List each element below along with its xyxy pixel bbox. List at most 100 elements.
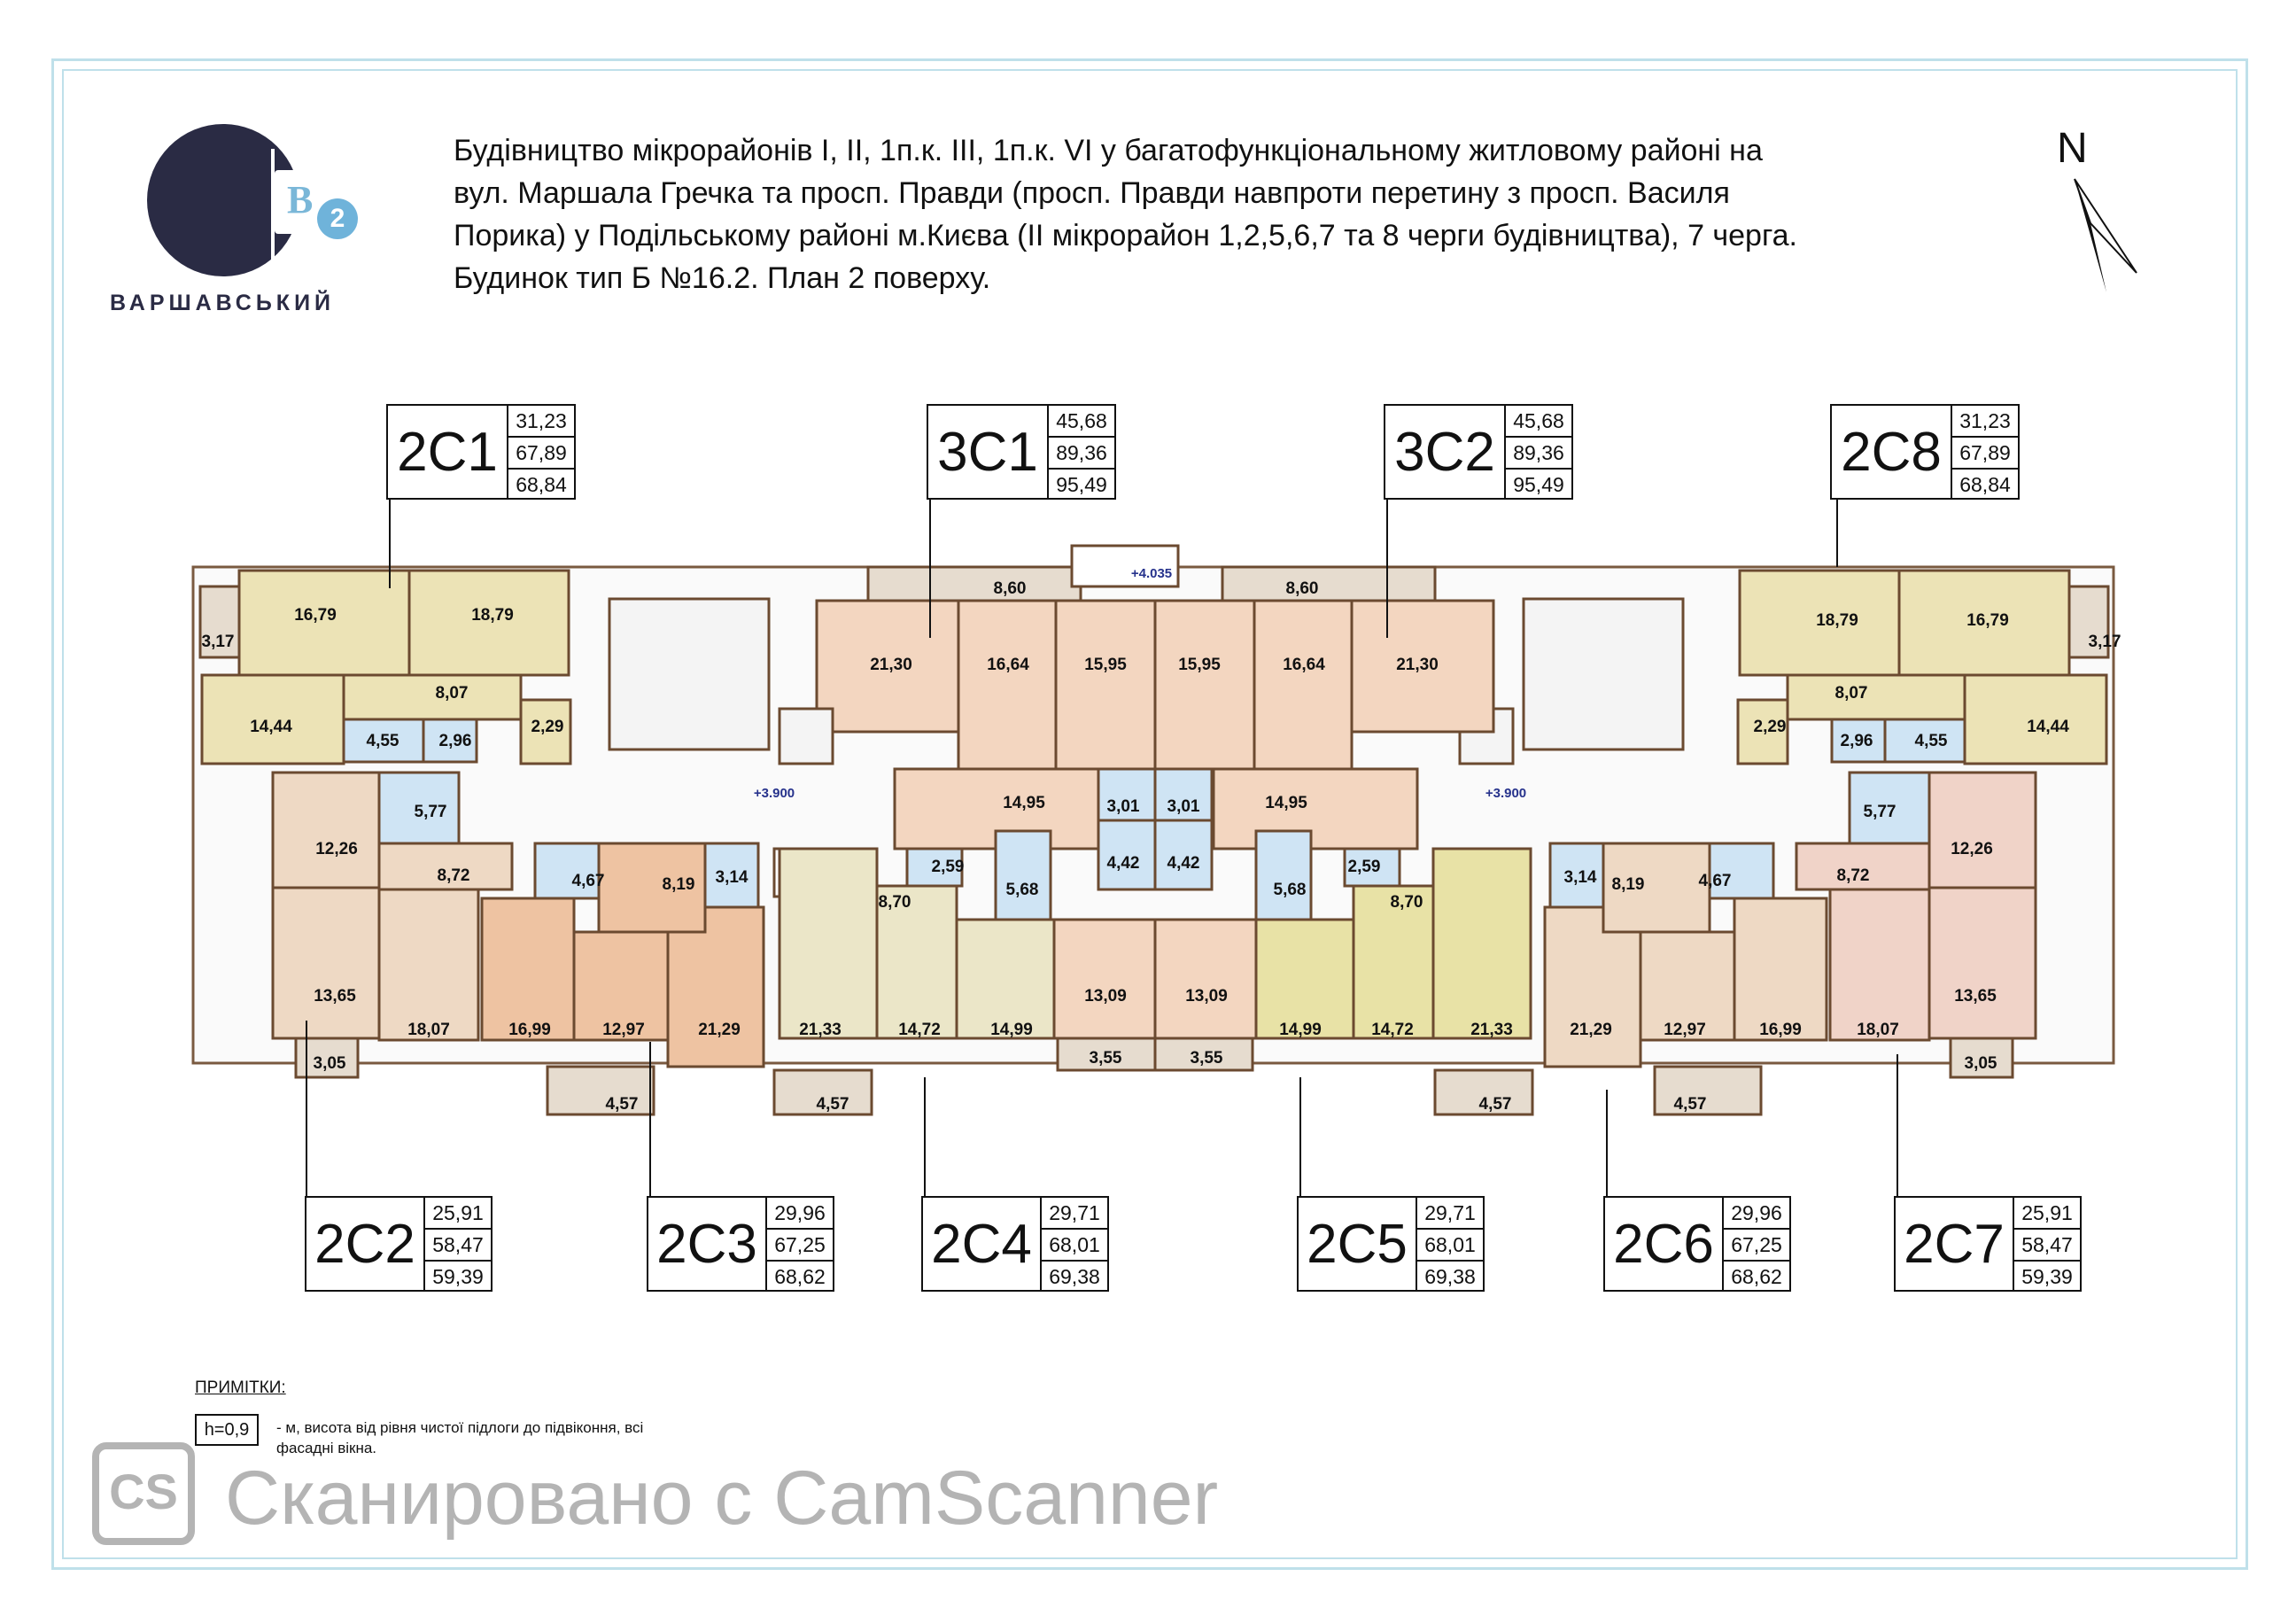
room-3c2-bedroom	[1153, 599, 1256, 771]
room-area-label: 21,33	[799, 1021, 842, 1039]
room-3c1-living	[815, 599, 960, 734]
room-area-label: 14,99	[990, 1021, 1033, 1039]
room-2c7-living	[1828, 888, 1931, 1042]
room-area-label: 21,30	[1396, 656, 1439, 674]
logo-letter: B	[287, 178, 314, 221]
unit-gross-area: 59,39	[2021, 1265, 2073, 1288]
room-area-label: 8,72	[438, 866, 470, 885]
logo-number: 2	[317, 198, 358, 239]
room-2c7-bedroom	[1928, 886, 2037, 1040]
bath-2c4	[994, 829, 1052, 921]
notes-title: ПРИМІТКИ:	[195, 1378, 286, 1397]
bath-2c7	[1848, 771, 1931, 845]
room-2c2-living	[377, 888, 480, 1042]
bath-2c6	[1708, 842, 1775, 900]
unit-code: 2С6	[1605, 1198, 1724, 1290]
room-area-label: 4,42	[1107, 854, 1140, 873]
unit-code: 3С2	[1385, 406, 1506, 498]
storage-2c1	[519, 698, 572, 765]
room-area-label: 5,68	[1274, 881, 1307, 899]
unit-code: 3С1	[928, 406, 1049, 498]
room-area-label: 21,29	[1570, 1021, 1612, 1039]
unit-total-area: 58,47	[2014, 1230, 2080, 1262]
elevation-mark: +3.900	[1485, 786, 1526, 801]
balcony-2c1	[198, 585, 241, 659]
room-2c3-bedroom	[572, 930, 670, 1042]
unit-gross-area: 95,49	[1056, 473, 1107, 496]
unit-gross-area: 69,38	[1424, 1265, 1476, 1288]
unit-total-area: 68,01	[1042, 1230, 1107, 1262]
elevation-mark: +4.035	[1131, 566, 1172, 581]
unit-code: 2С7	[1896, 1198, 2014, 1290]
balcony-2c5-a	[1153, 1037, 1254, 1072]
room-area-label: 4,57	[1479, 1095, 1512, 1114]
notes-text: - м, висота від рівня чистої підлоги до …	[276, 1419, 644, 1456]
balcony-2c3	[546, 1065, 655, 1116]
room-area-label: 8,70	[879, 893, 911, 912]
unit-gross-area: 68,84	[1959, 473, 2011, 496]
room-2c1-bedroom	[237, 569, 411, 677]
room-area-label: 21,33	[1470, 1021, 1513, 1039]
room-area-label: 13,65	[314, 987, 356, 1006]
room-area-label: 2,96	[1841, 732, 1873, 750]
room-area-label: 18,79	[1816, 611, 1858, 630]
room-area-label: 14,99	[1279, 1021, 1322, 1039]
watermark-text: Сканировано с CamScanner	[225, 1456, 1219, 1541]
room-area-label: 3,14	[716, 868, 749, 887]
camscanner-icon: CS	[92, 1442, 195, 1545]
room-area-label: 4,57	[606, 1095, 639, 1114]
unit-gross-area: 59,39	[432, 1265, 484, 1288]
room-area-label: 18,79	[471, 606, 514, 625]
room-2c2-bedroom	[271, 886, 381, 1040]
unit-living-area: 45,68	[1506, 406, 1571, 438]
outer-frame	[51, 58, 2248, 1570]
unit-gross-area: 95,49	[1513, 473, 1564, 496]
room-2c3-living	[666, 905, 765, 1068]
logo-flag: B 2	[275, 170, 358, 239]
unit-total-area: 67,25	[1724, 1230, 1789, 1262]
room-2c7-kitchen	[1928, 771, 2037, 889]
room-area-label: 14,44	[250, 718, 292, 736]
north-arrow-icon	[2074, 178, 2137, 292]
room-area-label: 12,26	[1951, 840, 1993, 858]
room-area-label: 4,67	[572, 872, 605, 890]
room-2c4-living	[778, 847, 879, 1040]
unit-gross-area: 68,62	[774, 1265, 826, 1288]
room-2c5-bedroom2	[1153, 918, 1258, 1040]
room-area-label: 16,79	[294, 606, 337, 625]
room-2c6-kitchen	[1733, 897, 1828, 1042]
room-area-label: 3,05	[1965, 1054, 1997, 1073]
room-2c1-kitchen	[200, 673, 345, 765]
unit-gross-area: 69,38	[1049, 1265, 1100, 1288]
room-area-label: 3,01	[1107, 797, 1140, 816]
unit-living-area: 25,91	[425, 1198, 491, 1230]
room-area-label: 14,72	[1371, 1021, 1414, 1039]
elevation-mark: +3.900	[754, 786, 795, 801]
room-area-label: 3,17	[202, 633, 235, 651]
room-area-label: 4,57	[1674, 1095, 1707, 1114]
room-2c4-kitchen	[875, 884, 958, 1040]
room-3c1-bedroom	[957, 599, 1058, 771]
room-area-label: 16,64	[987, 656, 1029, 674]
hall-2c8	[1786, 673, 1966, 721]
room-2c5-bedroom	[1254, 918, 1355, 1040]
room-2c2-kitchen	[271, 771, 381, 889]
room-area-label: 3,05	[314, 1054, 346, 1073]
room-3c2-living	[1350, 599, 1495, 734]
unit-living-area: 29,71	[1042, 1198, 1107, 1230]
room-area-label: 13,09	[1185, 987, 1228, 1006]
bath-2c8	[1883, 718, 1966, 764]
unit-living-area: 25,91	[2014, 1198, 2080, 1230]
unit-total-area: 67,25	[767, 1230, 833, 1262]
hall-2c1	[342, 673, 523, 721]
unit-living-area: 31,23	[508, 406, 574, 438]
room-area-label: 2,96	[439, 732, 472, 750]
balcony-2c4-a	[1056, 1037, 1157, 1072]
room-area-label: 12,97	[1664, 1021, 1706, 1039]
room-area-label: 4,55	[1915, 732, 1948, 750]
